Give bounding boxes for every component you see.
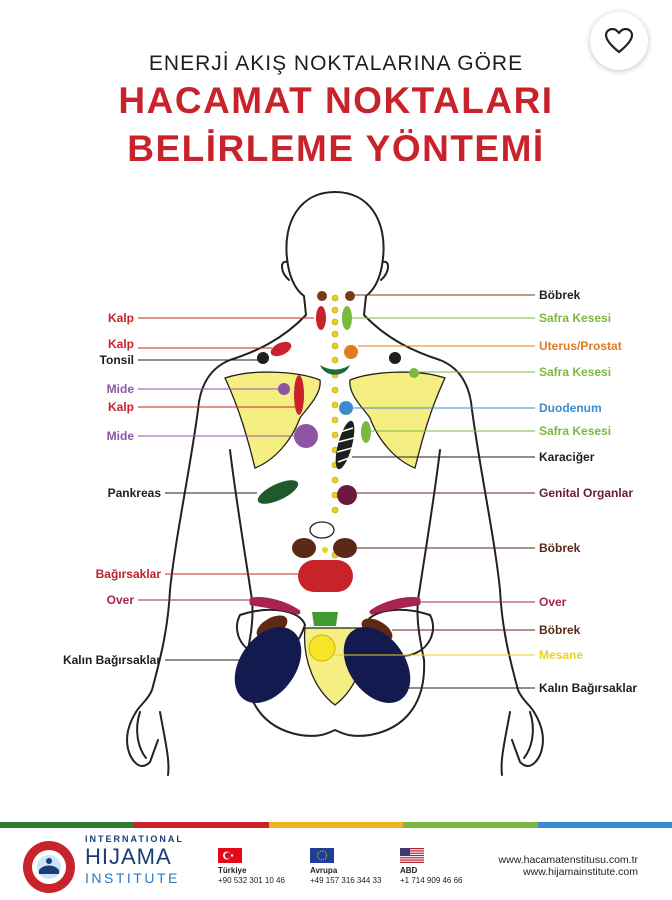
contact-turkey-phone[interactable]: +90 532 301 10 46 (218, 876, 285, 885)
colon-point-right (343, 627, 411, 703)
gallbladder-point-3 (361, 421, 371, 443)
page-title-line-2: BELİRLEME YÖNTEMİ (127, 128, 545, 169)
stomach-point-2 (294, 424, 318, 448)
footer-urls: www.hacamatenstitusu.com.tr www.hijamain… (499, 854, 638, 878)
usa-flag-icon (400, 848, 424, 863)
label-right-8: Genital Organlar (539, 486, 633, 500)
kidney-point-neck-left (317, 291, 327, 301)
ovary-point-left (249, 597, 301, 615)
label-right-9: Böbrek (539, 541, 581, 555)
label-right-4: Safra Kesesi (539, 365, 611, 379)
label-right-10: Over (539, 595, 567, 609)
right-dark-point (389, 352, 401, 364)
url-hijama[interactable]: www.hijamainstitute.com (523, 866, 638, 878)
contact-europe: Avrupa +49 157 316 344 33 (310, 848, 381, 886)
label-left-5: Kalp (108, 400, 134, 414)
label-right-1: Böbrek (539, 288, 581, 302)
heart-point-2 (270, 341, 292, 357)
contact-europe-name: Avrupa (310, 866, 338, 875)
kidney-point-neck-right (345, 291, 355, 301)
label-right-3: Uterus/Prostat (539, 339, 622, 353)
label-right-13: Kalın Bağırsaklar (539, 681, 637, 695)
turkey-flag-icon (218, 848, 242, 863)
hijama-institute-logo (23, 841, 75, 893)
label-left-10: Kalın Bağırsaklar (63, 653, 161, 667)
liver-point (335, 420, 355, 470)
gallbladder-point-1 (342, 306, 352, 330)
intestines-point (298, 560, 353, 592)
title-block: ENERJİ AKIŞ NOKTALARINA GÖRE HACAMAT NOK… (0, 52, 672, 172)
gallbladder-point-2 (409, 368, 419, 378)
label-left-2: Kalp (108, 337, 134, 351)
right-scapula (349, 371, 446, 469)
footer: INTERNATIONAL HIJAMA INSTITUTE Türkiye +… (0, 828, 672, 900)
label-right-5: Duodenum (539, 401, 602, 415)
hijama-points-diagram: Kalp Kalp Tonsil Mide Kalp Mide Pankreas… (63, 191, 637, 776)
eu-flag-icon (310, 848, 334, 863)
heart-point-3 (294, 375, 304, 415)
contact-europe-phone[interactable]: +49 157 316 344 33 (310, 876, 382, 885)
stomach-point-1 (278, 383, 290, 395)
right-leader-lines (335, 294, 535, 689)
contact-usa-name: ABD (400, 866, 418, 875)
favorite-button[interactable] (590, 12, 648, 70)
uterus-prostate-point (344, 345, 358, 359)
tonsil-point (257, 352, 269, 364)
body-outline (126, 191, 544, 776)
label-right-11: Böbrek (539, 623, 581, 637)
logo-text-hijama: HIJAMA (85, 844, 172, 869)
kidney-point-left (292, 538, 316, 558)
label-left-6: Mide (107, 429, 135, 443)
contact-turkey: Türkiye +90 532 301 10 46 (218, 848, 285, 886)
footer-color-stripe (0, 822, 672, 828)
label-left-1: Kalp (108, 311, 134, 325)
duodenum-point (339, 401, 353, 415)
label-left-7: Pankreas (108, 486, 162, 500)
label-left-8: Bağırsaklar (96, 567, 162, 581)
label-left-4: Mide (107, 382, 135, 396)
logo-text-institute: INSTITUTE (85, 870, 180, 886)
label-right-6: Safra Kesesi (539, 424, 611, 438)
contact-usa: ABD +1 714 909 46 66 (400, 848, 463, 886)
url-hacamat[interactable]: www.hacamatenstitusu.com.tr (498, 854, 638, 866)
left-scapula (224, 371, 321, 469)
colon-point-left (234, 627, 302, 703)
sacrum-top-point (312, 612, 338, 626)
label-right-2: Safra Kesesi (539, 311, 611, 325)
label-right-7: Karaciğer (539, 450, 595, 464)
pancreas-point (257, 480, 299, 504)
page-title-line-1: HACAMAT NOKTALARI (118, 80, 554, 121)
label-left-3: Tonsil (100, 353, 134, 367)
spine-dots (331, 294, 339, 559)
genital-organs-point (337, 485, 357, 505)
heart-point-1 (316, 306, 326, 330)
label-left-9: Over (107, 593, 135, 607)
center-crescent (320, 365, 350, 375)
contact-usa-phone[interactable]: +1 714 909 46 66 (400, 876, 463, 885)
heart-outline-icon (605, 28, 633, 54)
logo-text-international: INTERNATIONAL (85, 834, 184, 844)
left-leader-lines (138, 317, 314, 661)
kidney-point-right (333, 538, 357, 558)
contact-turkey-name: Türkiye (218, 866, 247, 875)
label-right-12: Mesane (539, 648, 583, 662)
page-subtitle: ENERJİ AKIŞ NOKTALARINA GÖRE (148, 52, 524, 75)
bladder-point (308, 634, 336, 662)
